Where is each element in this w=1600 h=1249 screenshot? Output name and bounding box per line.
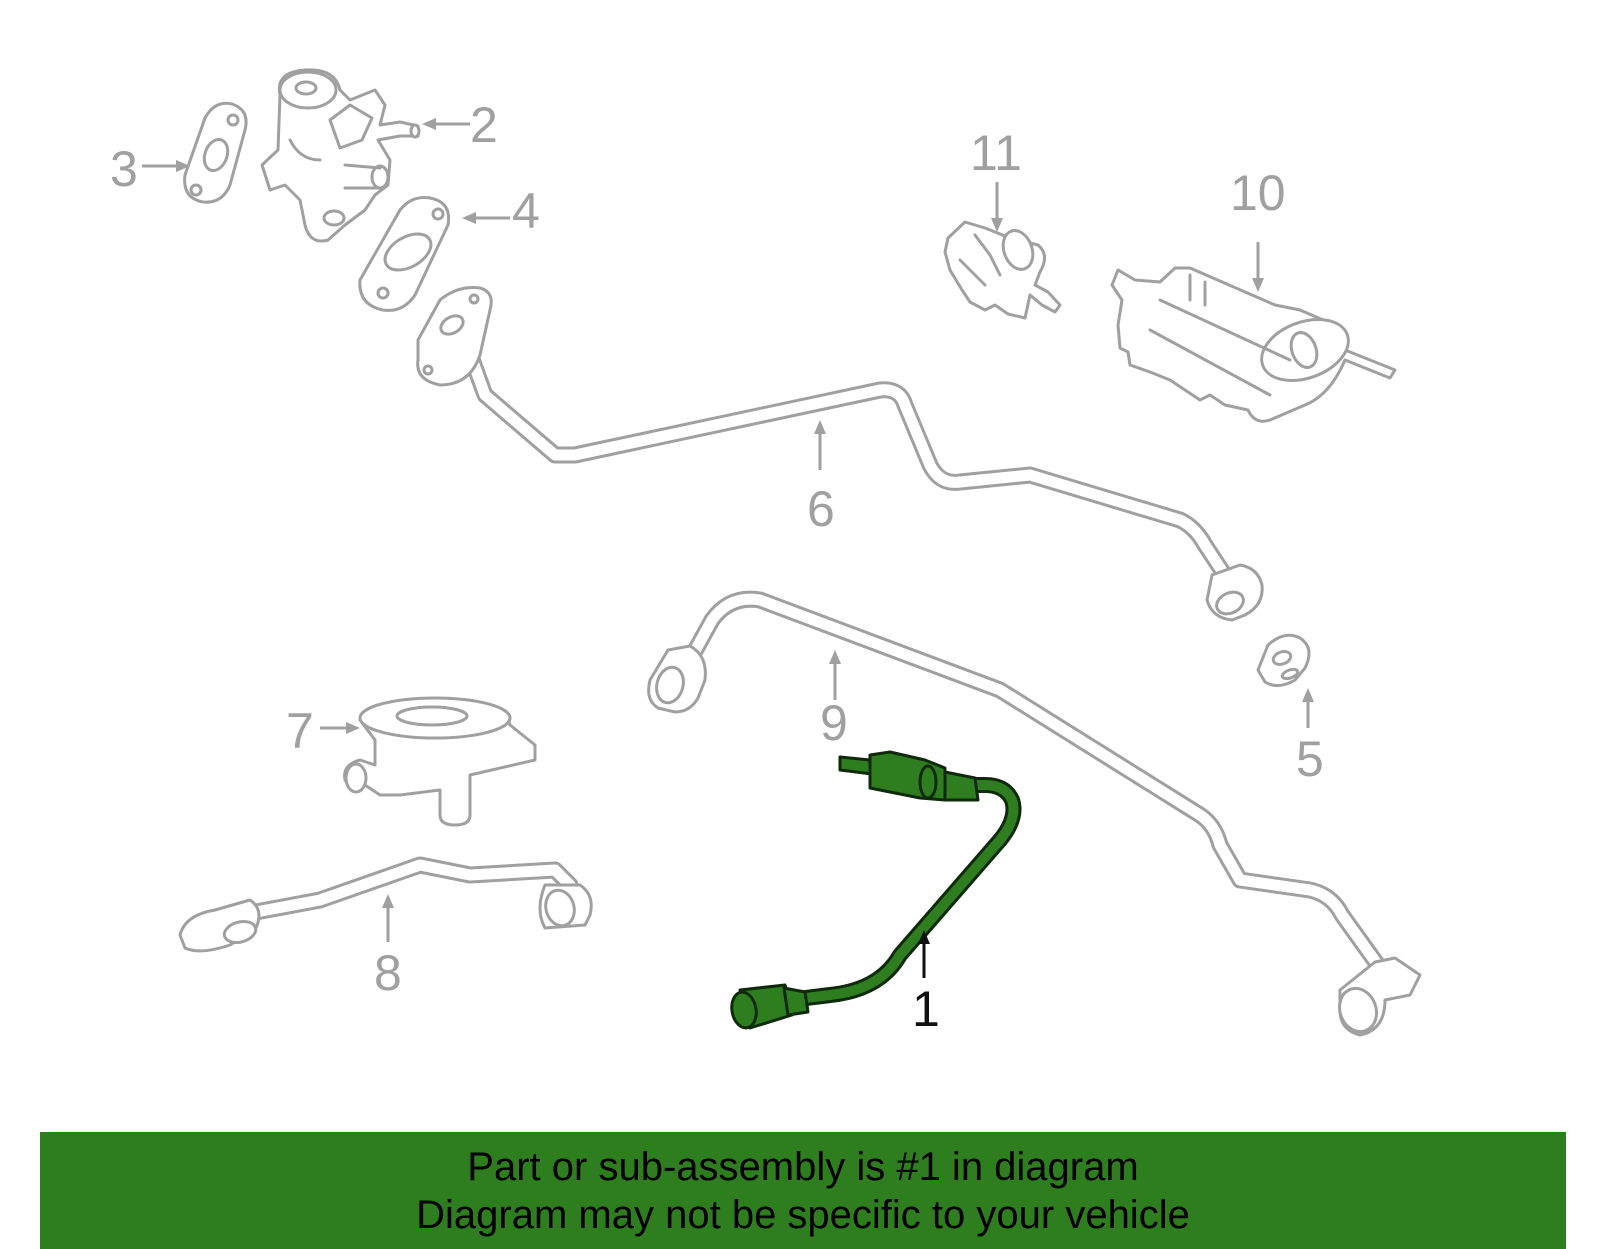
callout-2[interactable]: 2 [470, 97, 498, 153]
callout-8[interactable]: 8 [374, 945, 402, 1001]
part-6-tube[interactable] [416, 286, 1264, 622]
callout-arrows [142, 118, 1314, 978]
banner-line-2: Diagram may not be specific to your vehi… [416, 1192, 1190, 1237]
callout-3[interactable]: 3 [110, 141, 138, 197]
banner-line-1: Part or sub-assembly is #1 in diagram [467, 1144, 1139, 1189]
part-5-seal[interactable] [1256, 633, 1311, 687]
info-banner: Part or sub-assembly is #1 in diagram Di… [40, 1132, 1566, 1249]
parts-diagram: 1 2 3 4 5 6 7 8 9 10 11 [110, 68, 1422, 1037]
callout-7[interactable]: 7 [286, 703, 314, 759]
part-3-gasket[interactable] [183, 101, 248, 204]
part-1-sensor-highlighted[interactable] [729, 750, 1022, 1030]
callout-10[interactable]: 10 [1230, 165, 1286, 221]
part-4-gasket[interactable] [358, 196, 451, 312]
callout-9[interactable]: 9 [820, 695, 848, 751]
part-11-solenoid[interactable] [943, 220, 1062, 320]
part-7-valve[interactable] [343, 696, 537, 827]
callout-6[interactable]: 6 [807, 481, 835, 537]
callout-4[interactable]: 4 [512, 183, 540, 239]
callout-11[interactable]: 11 [970, 125, 1022, 181]
callout-5[interactable]: 5 [1296, 731, 1324, 787]
part-2-valve[interactable] [260, 68, 421, 243]
part-8-hose[interactable] [178, 856, 593, 953]
part-10-canister[interactable] [1110, 266, 1397, 423]
part-9-tube[interactable] [647, 590, 1422, 1037]
callout-1[interactable]: 1 [912, 981, 940, 1037]
